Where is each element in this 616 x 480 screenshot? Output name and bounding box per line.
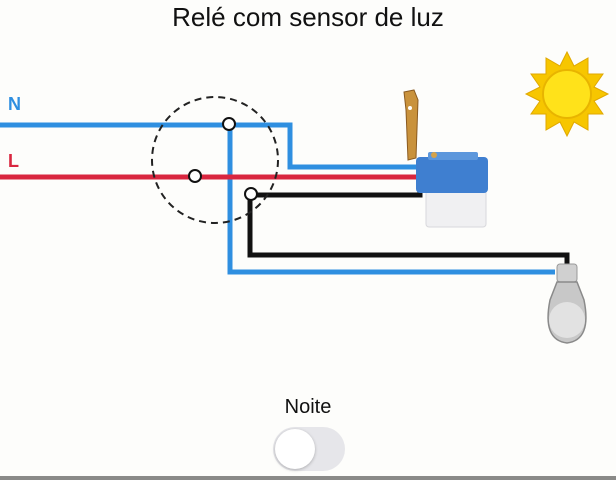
junction-box — [151, 96, 279, 224]
bottom-bar — [0, 476, 616, 480]
line-label: L — [8, 151, 19, 171]
light-bulb-icon — [547, 263, 587, 344]
photocell-sensor-icon — [403, 89, 488, 228]
neutral-wire-to-bulb — [227, 125, 555, 275]
junction-node-switched — [244, 187, 258, 201]
switched-wire — [250, 180, 423, 198]
switched-wire-to-bulb — [247, 195, 570, 266]
junction-node-neutral — [222, 117, 236, 131]
mode-label: Noite — [284, 396, 332, 418]
neutral-label: N — [8, 94, 21, 114]
page-title: Relé com sensor de luz — [172, 2, 444, 32]
neutral-wire — [0, 122, 420, 170]
night-mode-toggle[interactable] — [273, 427, 345, 471]
junction-node-line — [188, 169, 202, 183]
toggle-knob[interactable] — [275, 429, 315, 469]
sun-icon — [524, 50, 610, 138]
